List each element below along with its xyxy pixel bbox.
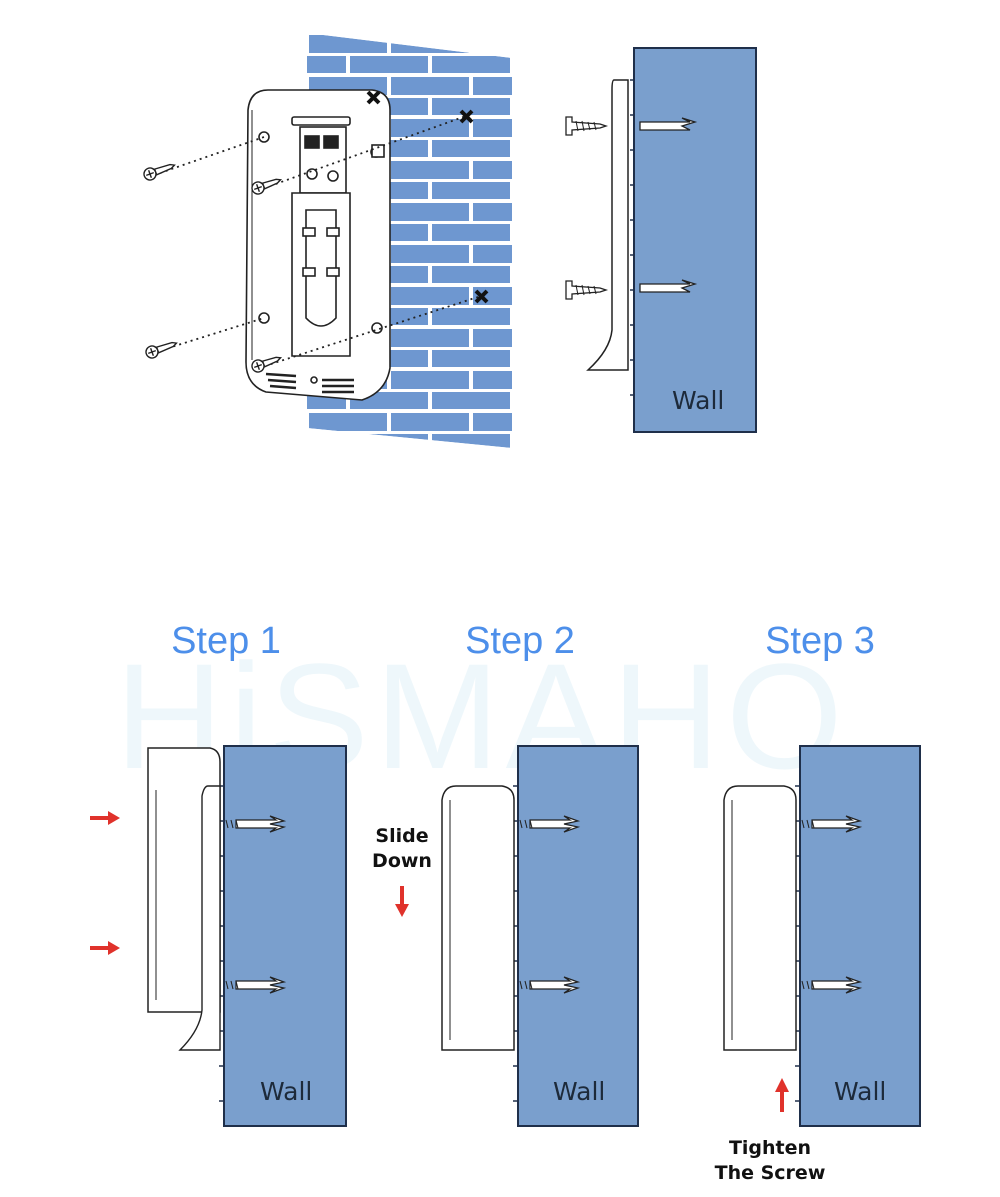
side-screw-icon bbox=[565, 116, 609, 300]
slide-down-line-2: Down bbox=[372, 850, 432, 872]
side-view-wall bbox=[630, 47, 757, 433]
step-3-title: Step 3 bbox=[765, 620, 875, 662]
tighten-screw-line-1: Tighten bbox=[728, 1137, 812, 1159]
push-arrow-icon bbox=[90, 811, 120, 955]
slide-down-line-1: Slide bbox=[375, 825, 429, 847]
side-bracket bbox=[586, 79, 629, 371]
tighten-screw-note: Tighten The Screw bbox=[710, 1136, 830, 1186]
screw-icon bbox=[143, 163, 283, 373]
step-3-diagram bbox=[723, 745, 921, 1127]
tighten-screw-line-2: The Screw bbox=[714, 1162, 826, 1184]
slide-down-arrow-icon bbox=[395, 886, 409, 917]
top-wall-label: Wall bbox=[672, 386, 725, 415]
step-1-title: Step 1 bbox=[171, 620, 281, 662]
wall-anchor-icon bbox=[639, 117, 698, 293]
step-2-title: Step 2 bbox=[465, 620, 575, 662]
slide-down-note: Slide Down bbox=[360, 824, 444, 874]
screw-guide-lines bbox=[159, 115, 482, 367]
step-1-diagram bbox=[90, 745, 347, 1127]
top-installation-diagram bbox=[143, 33, 757, 448]
step-1-wall-label: Wall bbox=[260, 1077, 313, 1106]
tighten-arrow-icon bbox=[775, 1078, 789, 1112]
step-2-diagram bbox=[395, 745, 639, 1127]
mounting-bracket bbox=[245, 89, 391, 401]
drill-marks bbox=[366, 90, 489, 304]
step-3-wall-label: Wall bbox=[834, 1077, 887, 1106]
step-2-wall-label: Wall bbox=[553, 1077, 606, 1106]
